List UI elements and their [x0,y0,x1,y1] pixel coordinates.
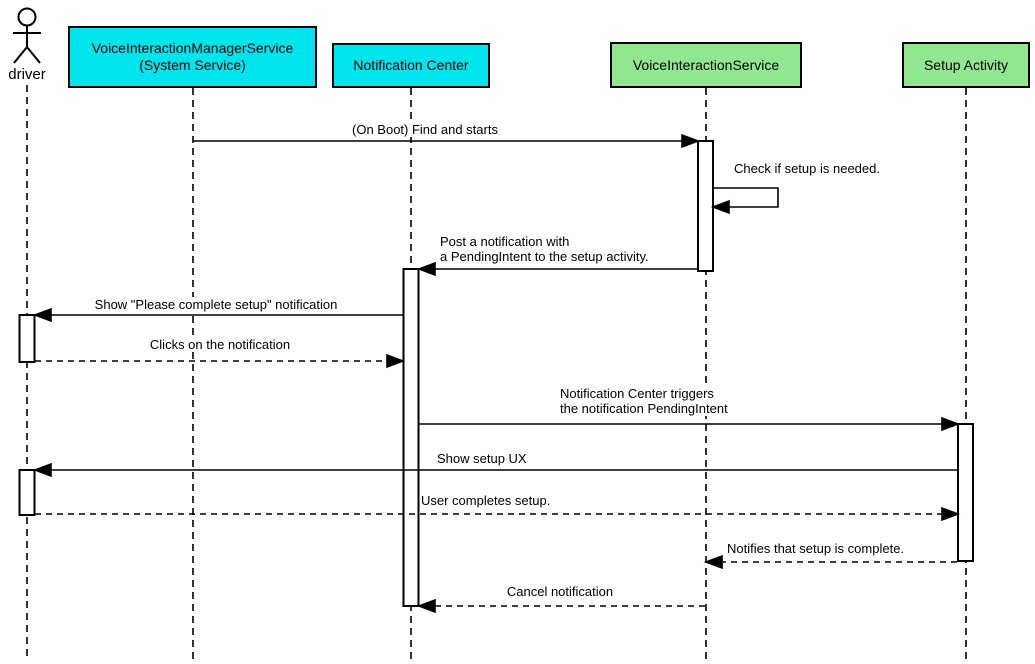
activation-bar-notification-center [402,268,420,607]
message-arrow-clicks-notification [35,353,406,369]
message-arrow-post-notification [416,261,697,277]
participant-vims: VoiceInteractionManagerService (System S… [68,26,317,88]
message-arrow-show-notification [32,307,403,323]
message-label-notifies-setup-complete: Notifies that setup is complete. [727,541,905,556]
activation-bar-setup-activity [957,423,974,562]
message-label-clicks-notification: Clicks on the notification [120,337,320,352]
message-label-cancel-notification: Cancel notification [460,584,660,599]
message-label-on-boot: (On Boot) Find and starts [305,122,545,137]
message-label-user-completes-setup: User completes setup. [421,493,551,508]
message-arrow-show-setup-ux [32,462,957,478]
message-label-check-setup: Check if setup is needed. [734,161,880,176]
activation-bar-voice-interaction-service [697,140,714,272]
message-arrow-trigger-pending-intent [419,416,961,432]
message-arrow-cancel-notification [416,598,705,614]
participant-notification-center: Notification Center [332,43,490,88]
participant-voice-interaction-service: VoiceInteractionService [610,42,802,88]
message-arrow-on-boot [193,133,701,149]
actor-icon [13,7,41,64]
message-label-show-notification: Show "Please complete setup" notificatio… [66,297,366,312]
message-label-trigger-pending-intent: Notification Center triggers the notific… [560,386,728,416]
message-arrows [32,133,961,614]
message-arrow-notifies-setup-complete [703,554,957,570]
message-label-show-setup-ux: Show setup UX [437,451,527,466]
activation-bars [18,140,974,607]
message-label-post-notification: Post a notification with a PendingIntent… [440,234,649,264]
activation-bar-driver-1 [18,314,36,363]
participant-setup-activity: Setup Activity [902,42,1030,88]
message-arrow-check-setup [710,187,779,215]
message-arrow-user-completes-setup [35,506,961,522]
actor-label-driver: driver [0,66,54,83]
activation-bar-driver-2 [18,469,36,516]
